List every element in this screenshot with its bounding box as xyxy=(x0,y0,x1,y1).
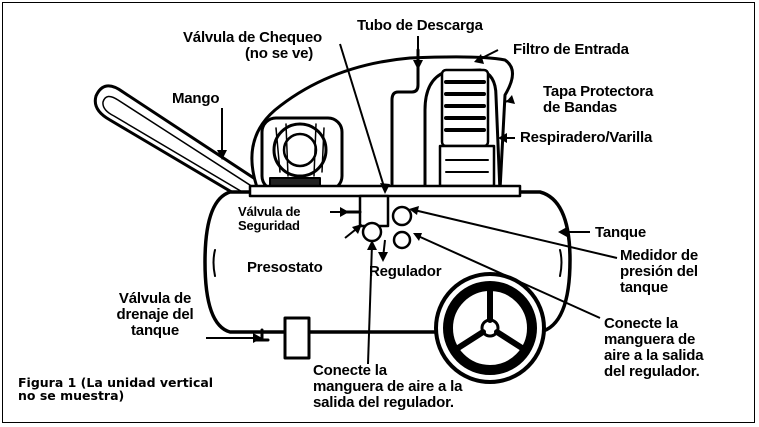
figure-frame xyxy=(2,2,755,423)
label-mango: Mango xyxy=(172,90,220,107)
label-conecte-bottom: Conecte la manguera de aire a la salida … xyxy=(313,362,463,411)
label-valvula-drenaje: Válvula de drenaje del tanque xyxy=(116,290,194,339)
label-presostato: Presostato xyxy=(247,259,323,276)
label-valvula-chequeo: Válvula de Chequeo (no se ve) xyxy=(183,29,322,62)
label-respiradero: Respiradero/Varilla xyxy=(520,129,653,146)
figure-caption: Figura 1 (La unidad vertical no se muest… xyxy=(18,375,214,403)
label-filtro-entrada: Filtro de Entrada xyxy=(513,41,629,58)
label-tubo-descarga: Tubo de Descarga xyxy=(357,17,483,34)
label-valvula-seguridad: Válvula de Seguridad xyxy=(238,204,301,233)
handle-shape xyxy=(93,84,277,212)
label-regulador: Regulador xyxy=(369,263,442,280)
label-medidor: Medidor de presión del tanque xyxy=(620,247,699,296)
label-tanque: Tanque xyxy=(595,224,647,241)
label-tapa-protectora: Tapa Protectora de Bandas xyxy=(543,83,654,116)
label-conecte-right: Conecte la manguera de aire a la salida … xyxy=(604,315,704,380)
